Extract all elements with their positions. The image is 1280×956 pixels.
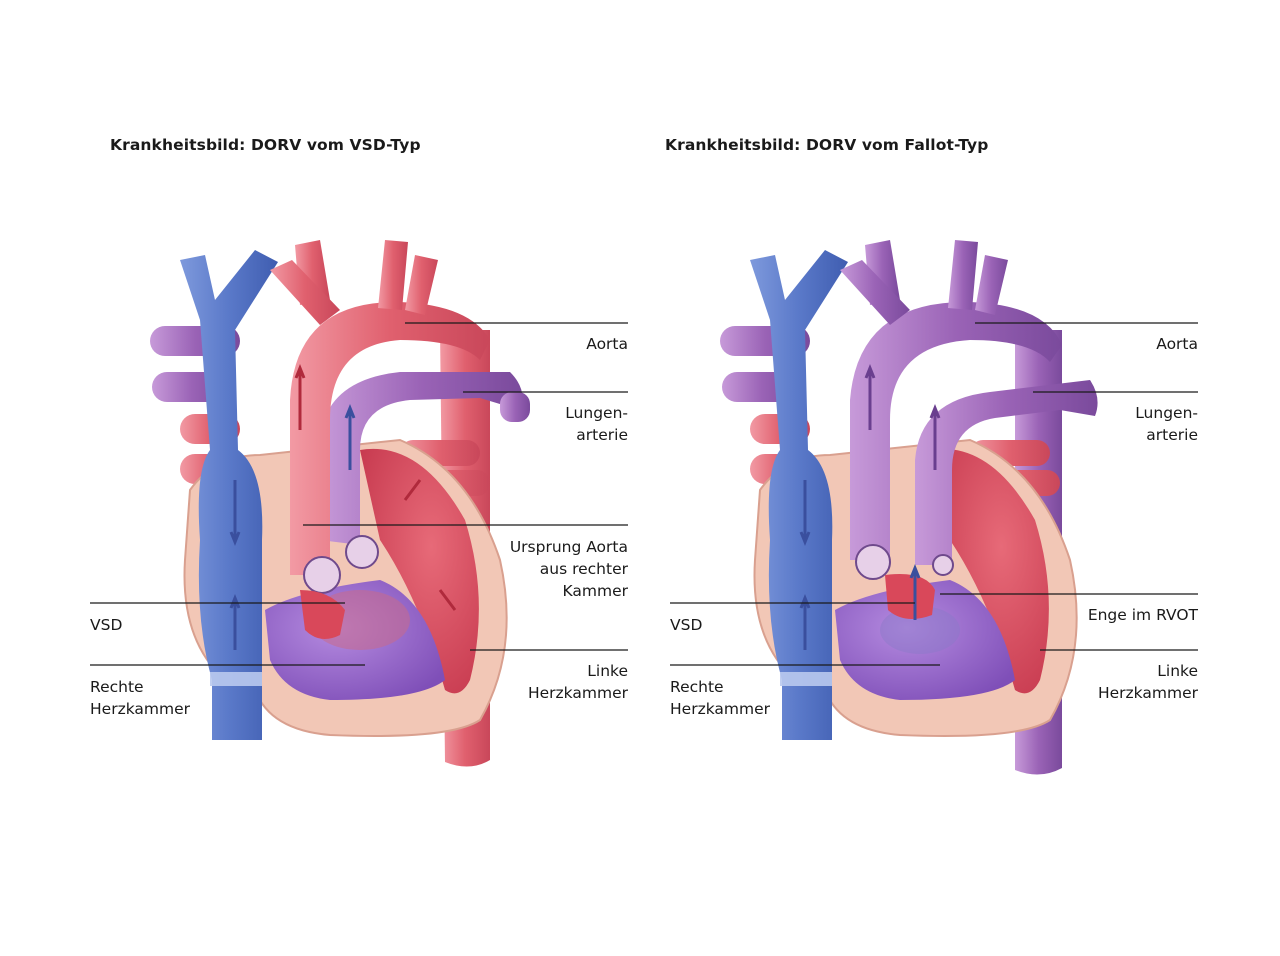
label-pulmonary-artery: Lungen- arterie [1135, 404, 1198, 444]
vena-cava [750, 250, 848, 740]
label-left-ventricle: Linke Herzkammer [527, 662, 628, 702]
label-right-ventricle: Rechte Herzkammer [670, 678, 771, 718]
aorta-branches [270, 240, 438, 325]
label-left-ventricle: Linke Herzkammer [1097, 662, 1198, 702]
pulmonary-artery [320, 372, 523, 545]
flow-arrows [799, 480, 921, 650]
label-rvot-stenosis: Enge im RVOT [1087, 606, 1198, 624]
panel-title: Krankheitsbild: DORV vom VSD-Typ [110, 136, 421, 154]
panel-title: Krankheitsbild: DORV vom Fallot-Typ [665, 136, 989, 154]
pointer-lines [670, 322, 1198, 666]
aorta-arch [290, 301, 490, 575]
label-vsd: VSD [670, 616, 703, 634]
label-pulmonary-artery: Lungen- arterie [565, 404, 628, 444]
heart-illustration-fallot [670, 240, 1198, 775]
panel-dorv-fallot: Krankheitsbild: DORV vom Fallot-Typ [570, 0, 1210, 956]
label-aorta: Aorta [1156, 335, 1198, 353]
flow-arrows [294, 363, 457, 611]
heart-illustration-vsd [90, 240, 628, 767]
left-ventricle [930, 448, 1049, 694]
vena-cava [180, 250, 278, 740]
valve-icon [855, 544, 954, 580]
pointer-lines [90, 322, 628, 666]
panel-dorv-vsd: Krankheitsbild: DORV vom VSD-Typ [90, 136, 628, 767]
aorta-arch [850, 301, 1062, 560]
label-aorta: Aorta [586, 335, 628, 353]
label-vsd: VSD [90, 616, 123, 634]
valve-icon [303, 535, 379, 594]
pulmonary-artery [915, 380, 1098, 565]
left-ventricle [360, 448, 479, 694]
label-right-ventricle: Rechte Herzkammer [90, 678, 191, 718]
right-ventricle [835, 580, 1015, 700]
label-aortic-origin: Ursprung Aorta aus rechter Kammer [509, 538, 628, 600]
aorta-branches [840, 240, 1008, 325]
